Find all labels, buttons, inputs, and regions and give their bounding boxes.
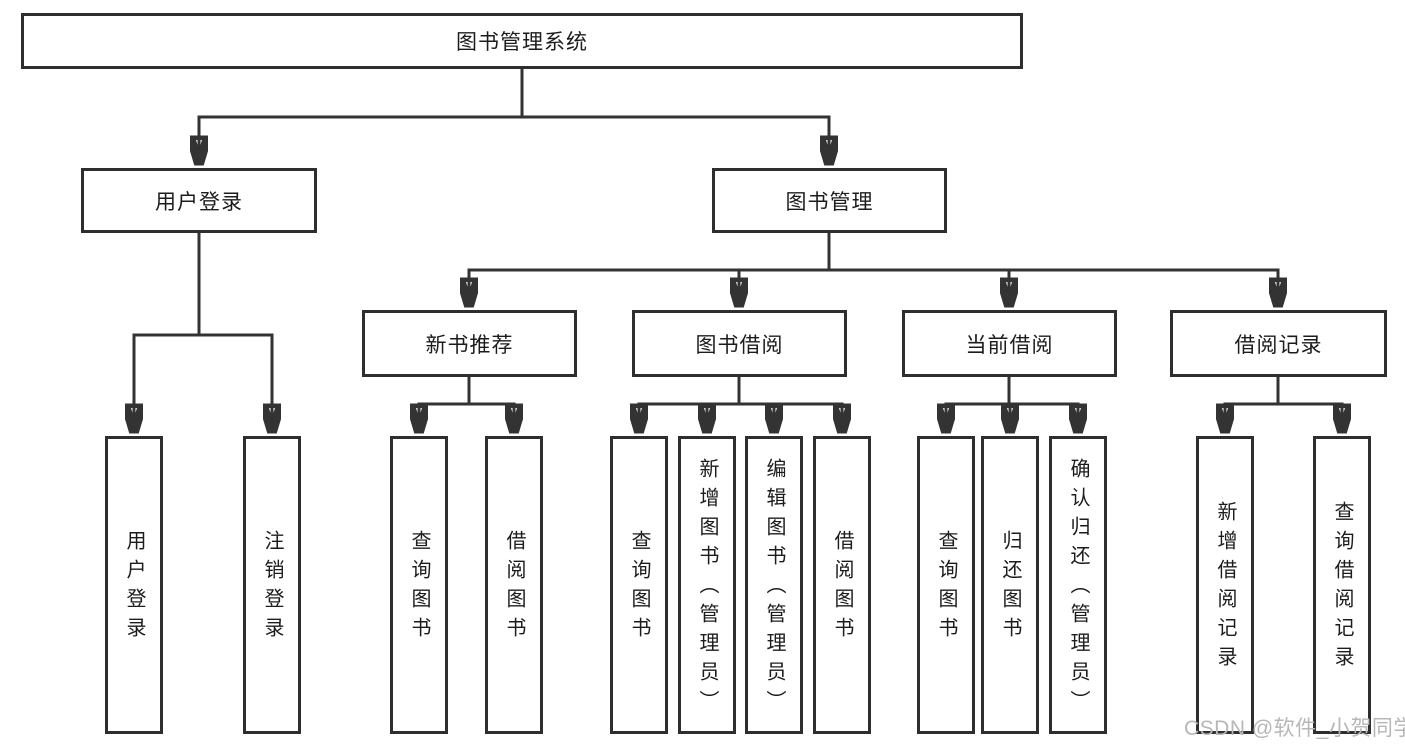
leaf-confirm-return-admin: 确认归还（管理员） <box>1049 436 1107 734</box>
leaf-borrow-book-recommend: 借阅图书 <box>485 436 543 734</box>
node-new-book-recommend: 新书推荐 <box>362 310 577 377</box>
leaf-query-book-current: 查询图书 <box>917 436 975 734</box>
leaf-add-borrow-record: 新增借阅记录 <box>1196 436 1254 734</box>
connector-root-user-login <box>199 69 524 164</box>
connector-bm-borrow-record <box>827 233 1278 306</box>
leaf-logout: 注销登录 <box>243 436 301 734</box>
leaf-query-book-borrowing: 查询图书 <box>610 436 668 734</box>
connector-bb-borrow <box>737 377 842 432</box>
node-borrowing-records: 借阅记录 <box>1170 310 1387 377</box>
connector-nbr-borrow <box>467 377 514 432</box>
connector-cb-confirm <box>1007 377 1078 432</box>
connector-bb-add <box>707 377 741 432</box>
connector-br-add <box>1225 377 1280 432</box>
leaf-edit-book-admin: 编辑图书（管理员） <box>745 436 803 734</box>
leaf-return-book: 归还图书 <box>981 436 1039 734</box>
leaf-query-borrow-record: 查询借阅记录 <box>1313 436 1371 734</box>
node-current-borrowing: 当前借阅 <box>902 310 1117 377</box>
connector-userlogin-logout <box>197 233 272 432</box>
connector-root-book-management <box>520 69 829 164</box>
leaf-borrow-book-borrowing: 借阅图书 <box>813 436 871 734</box>
node-book-borrowing: 图书借阅 <box>632 310 847 377</box>
csdn-watermark: CSDN @软件_小贺同学 <box>1184 717 1405 740</box>
leaf-query-book-recommend: 查询图书 <box>390 436 448 734</box>
connector-br-query <box>1276 377 1342 432</box>
node-root-system: 图书管理系统 <box>21 13 1023 69</box>
node-book-management: 图书管理 <box>712 168 947 233</box>
connector-cb-query <box>946 377 1011 432</box>
node-user-login: 用户登录 <box>81 168 317 233</box>
connector-userlogin-login <box>134 233 201 432</box>
connector-nbr-query <box>419 377 471 432</box>
connector-bm-book-borrow <box>739 233 831 306</box>
leaf-user-login: 用户登录 <box>105 436 163 734</box>
leaf-add-book-admin: 新增图书（管理员） <box>678 436 736 734</box>
